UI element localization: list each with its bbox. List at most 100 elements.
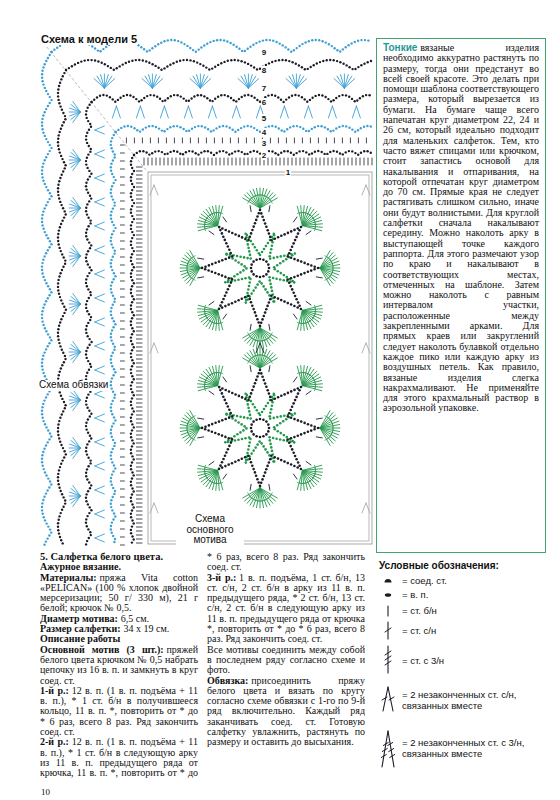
chain-stitch	[234, 233, 237, 236]
chain-stitch	[223, 61, 225, 63]
chain-stitch	[354, 100, 356, 102]
stitch-fan	[289, 76, 296, 88]
single-crochet	[198, 437, 204, 438]
chain-stitch	[198, 48, 200, 50]
chain-stitch	[275, 126, 277, 128]
chain-stitch	[363, 150, 365, 152]
chain-stitch	[259, 276, 262, 279]
chain-stitch	[225, 151, 227, 153]
chain-stitch	[265, 39, 267, 41]
chain-stitch	[244, 437, 247, 440]
double-crochet	[302, 305, 321, 310]
chain-stitch	[243, 416, 246, 419]
chain-stitch	[130, 436, 132, 438]
chain-stitch	[166, 65, 168, 67]
chain-stitch	[113, 224, 115, 226]
chain-stitch	[277, 236, 280, 239]
chain-stitch	[255, 435, 258, 438]
stitch-tick	[120, 153, 124, 154]
chain-stitch	[244, 61, 246, 63]
double-crochet	[270, 200, 272, 203]
stitch-tick	[318, 138, 319, 143]
stitch-tick	[136, 355, 142, 356]
chain-stitch	[206, 97, 208, 99]
chain-stitch	[283, 414, 286, 417]
chain-stitch	[242, 269, 245, 272]
chain-stitch	[130, 160, 132, 162]
chain-stitch	[268, 62, 270, 64]
chain-stitch	[110, 211, 112, 213]
chain-stitch	[130, 449, 132, 451]
stitch-tick	[148, 158, 149, 165]
chain-stitch	[224, 399, 227, 402]
chain-stitch	[238, 48, 240, 50]
stitch-tick	[120, 329, 124, 330]
chain-stitch	[269, 412, 272, 415]
chain-stitch	[267, 423, 270, 426]
chain-stitch	[87, 59, 89, 61]
chain-stitch	[270, 239, 273, 242]
chain-stitch	[130, 276, 132, 278]
chain-stitch	[151, 47, 153, 49]
chain-stitch	[197, 153, 199, 155]
chain-stitch	[133, 282, 135, 284]
chain-stitch	[113, 252, 115, 254]
chain-stitch	[84, 59, 86, 61]
chain-stitch	[131, 317, 133, 319]
chain-stitch	[133, 186, 135, 188]
stitch-cluster	[284, 106, 288, 118]
chain-stitch	[151, 125, 153, 127]
chain-stitch	[110, 166, 112, 168]
chain-stitch	[221, 259, 224, 262]
stitch-tick	[120, 385, 124, 386]
chain-stitch	[259, 485, 262, 488]
chain-stitch	[112, 422, 114, 424]
frame-line	[151, 175, 369, 541]
chain-stitch	[277, 270, 280, 273]
chain-stitch	[131, 295, 133, 297]
chain-stitch	[163, 130, 165, 132]
chain-stitch	[221, 301, 224, 304]
stitch-tick	[136, 375, 142, 376]
chain-stitch	[111, 377, 113, 379]
chain-stitch	[133, 378, 135, 380]
chain-stitch	[214, 272, 217, 275]
double-crochet	[245, 328, 260, 341]
chain-stitch	[269, 443, 272, 446]
chain-stitch	[110, 243, 112, 245]
chain-stitch	[164, 99, 166, 101]
chain-stitch	[110, 307, 112, 309]
stitch-tick	[252, 158, 253, 165]
chain-stitch	[249, 414, 252, 417]
chain-stitch	[94, 59, 96, 61]
chain-stitch	[283, 434, 286, 437]
chain-stitch	[114, 179, 116, 181]
chain-stitch	[291, 288, 294, 291]
chain-stitch	[110, 336, 112, 338]
chain-stitch	[250, 125, 252, 127]
chain-stitch	[133, 458, 135, 460]
chain-stitch	[154, 65, 156, 67]
chain-stitch	[130, 196, 132, 198]
chain-stitch	[140, 46, 142, 48]
stitch-tick	[200, 158, 201, 165]
double-crochet	[320, 261, 339, 268]
chain-stitch	[225, 253, 228, 256]
single-crochet	[269, 324, 270, 330]
stitch-tick	[136, 491, 142, 492]
chain-stitch	[348, 66, 350, 68]
chain-stitch	[263, 248, 266, 251]
chain-stitch	[285, 258, 288, 261]
double-crochet	[243, 328, 260, 338]
chain-stitch	[296, 47, 298, 49]
chain-stitch	[259, 325, 262, 328]
chain-stitch	[219, 464, 222, 467]
double-crochet	[216, 206, 218, 226]
chain-stitch	[247, 403, 250, 406]
stitch-tick	[320, 158, 321, 165]
chain-stitch	[222, 150, 224, 152]
chain-stitch	[110, 384, 112, 386]
chain-stitch	[269, 236, 272, 239]
stitch-tick	[120, 433, 124, 434]
chain-stitch	[278, 127, 280, 129]
